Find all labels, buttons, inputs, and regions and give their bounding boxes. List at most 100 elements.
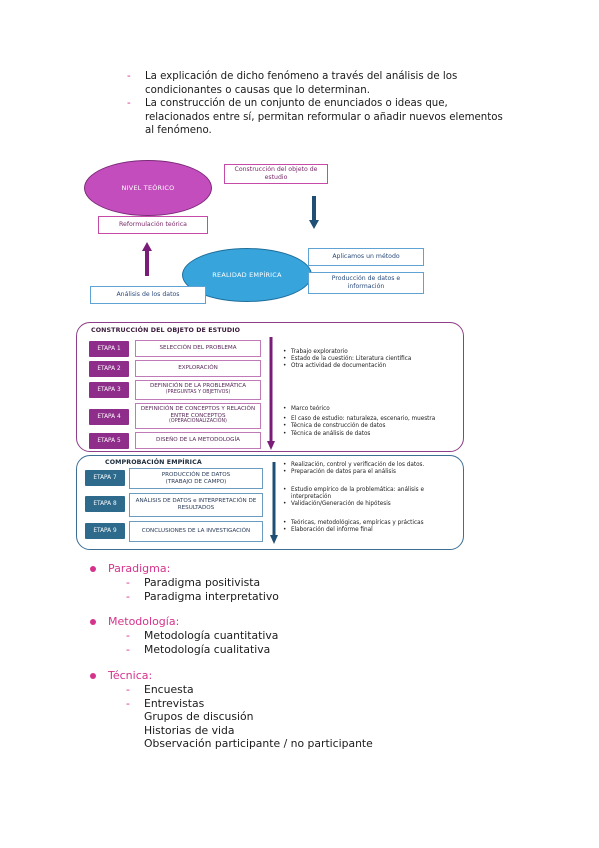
- stage-label: DEFINICIÓN DE LA PROBLEMÁTICA: [149, 383, 247, 390]
- research-stages-diagram: CONSTRUCCIÓN DEL OBJETO DE ESTUDIO ETAPA…: [76, 322, 464, 550]
- intro-list: - La explicación de dicho fenómeno a tra…: [127, 70, 507, 138]
- realidad-empirica-label: REALIDAD EMPÍRICA: [212, 271, 282, 279]
- produccion-datos-box: Producción de datos e información: [308, 272, 424, 294]
- list-item-text: Historias de vida: [144, 723, 235, 737]
- etapa-badge: ETAPA 8: [85, 496, 125, 512]
- bullet-list: •Marco teórico •El caso de estudio: natu…: [283, 406, 463, 438]
- intro-text: La explicación de dicho fenómeno a travé…: [145, 71, 458, 96]
- section-title: COMPROBACIÓN EMPÍRICA: [105, 459, 202, 466]
- list-item-text: Entrevistas: [144, 696, 205, 710]
- bullet-dot-icon: [90, 565, 96, 572]
- dash-marker: -: [126, 589, 130, 603]
- list-item: •Estado de la cuestión: Literatura cient…: [283, 356, 412, 363]
- etapa-badge: ETAPA 5: [89, 433, 129, 449]
- reformulacion-teorica-label: Reformulación teórica: [119, 221, 187, 228]
- list-item: •Marco teórico: [283, 406, 330, 412]
- stage-box: PRODUCCIÓN DE DATOS(TRABAJO DE CAMPO): [129, 468, 263, 489]
- etapa-badge: ETAPA 4: [89, 409, 129, 425]
- category-title: Técnica:: [108, 669, 153, 682]
- stage-sublabel: (PREGUNTAS Y OBJETIVOS): [165, 390, 231, 395]
- list-item: •Técnica de construcción de datos: [283, 423, 386, 430]
- list-item: Observación participante / no participan…: [126, 737, 373, 751]
- list-item: Grupos de discusión: [126, 710, 373, 724]
- list-item-text: Estado de la cuestión: Literatura cientí…: [291, 356, 412, 363]
- stage-label: DEFINICIÓN DE CONCEPTOS Y RELACIÓN ENTRE…: [140, 406, 256, 419]
- category-title: Metodología:: [108, 615, 180, 628]
- stage-box: SELECCIÓN DEL PROBLEMA: [135, 340, 261, 357]
- list-item-text: Grupos de discusión: [144, 710, 254, 724]
- category-heading: Metodología:: [90, 615, 278, 628]
- dash-marker: -: [126, 629, 130, 642]
- list-item: •Validación/Generación de hipótesis: [283, 501, 391, 508]
- etapa-badge: ETAPA 3: [89, 382, 129, 398]
- analisis-datos-label: Análisis de los datos: [116, 291, 180, 298]
- flow-arrow-icon: [270, 462, 278, 544]
- nivel-teorico-label: NIVEL TEÓRICO: [121, 184, 175, 192]
- dash-marker: [126, 710, 144, 724]
- dash-marker: -: [127, 71, 131, 82]
- comprobacion-section: COMPROBACIÓN EMPÍRICA ETAPA 7 PRODUCCIÓN…: [76, 455, 464, 550]
- down-arrow-icon: [309, 196, 319, 229]
- list-item: - Metodología cuantitativa: [126, 629, 278, 643]
- stage-label: EXPLORACIÓN: [178, 365, 218, 372]
- list-item-text: Marco teórico: [291, 406, 330, 412]
- reformulacion-teorica-box: Reformulación teórica: [98, 216, 208, 234]
- dash-marker: -: [126, 683, 130, 696]
- list-item: -Metodología cualitativa: [126, 643, 278, 657]
- aplicamos-metodo-label: Aplicamos un método: [332, 253, 400, 260]
- list-item-text: Encuesta: [144, 683, 194, 696]
- list-item: •El caso de estudio: naturaleza, escenar…: [283, 416, 436, 423]
- bullet-list: •Estudio empírico de la problemática: an…: [283, 487, 461, 509]
- etapa-badge: ETAPA 9: [85, 523, 125, 539]
- list-item-text: Metodología cuantitativa: [144, 629, 279, 642]
- dash-marker: -: [127, 98, 131, 110]
- construccion-objeto-label: Construcción del objeto de estudio: [234, 166, 318, 181]
- bullet-dot-icon: [90, 618, 96, 625]
- up-arrow-icon: [142, 242, 152, 276]
- list-item-text: Validación/Generación de hipótesis: [291, 501, 391, 508]
- list-item-text: Observación participante / no participan…: [144, 737, 373, 751]
- list-item-text: Teóricas, metodológicas, empíricas y prá…: [291, 520, 424, 526]
- intro-item: - La explicación de dicho fenómeno a tra…: [127, 70, 507, 97]
- category-items: -Paradigma positivista -Paradigma interp…: [126, 576, 279, 603]
- analisis-datos-box: Análisis de los datos: [90, 286, 206, 304]
- list-item-text: Preparación de datos para el análisis: [291, 469, 396, 476]
- category-items: -Encuesta -Entrevistas Grupos de discusi…: [126, 683, 373, 751]
- intro-item: - La construcción de un conjunto de enun…: [127, 97, 507, 138]
- dash-marker: -: [126, 576, 130, 589]
- list-item: •Preparación de datos para el análisis: [283, 469, 396, 476]
- dash-marker: -: [126, 696, 130, 710]
- aplicamos-metodo-box: Aplicamos un método: [308, 248, 424, 266]
- section-title: CONSTRUCCIÓN DEL OBJETO DE ESTUDIO: [91, 327, 241, 334]
- stage-label: ANÁLISIS DE DATOS e INTERPRETACIÓN DE RE…: [135, 498, 257, 511]
- theory-empiric-diagram: NIVEL TEÓRICO Construcción del objeto de…: [84, 158, 439, 308]
- produccion-datos-label: Producción de datos e información: [331, 275, 401, 290]
- stage-box: DEFINICIÓN DE CONCEPTOS Y RELACIÓN ENTRE…: [135, 403, 261, 429]
- nivel-teorico-ellipse: NIVEL TEÓRICO: [84, 160, 212, 216]
- list-item-text: El caso de estudio: naturaleza, escenari…: [291, 416, 436, 423]
- stage-label: PRODUCCIÓN DE DATOS: [161, 471, 231, 478]
- stage-label: CONCLUSIONES DE LA INVESTIGACIÓN: [141, 528, 251, 535]
- category-items: -Metodología cuantitativa -Metodología c…: [126, 629, 278, 656]
- bullet-list: •Teóricas, metodológicas, empíricas y pr…: [283, 520, 461, 534]
- list-item-text: Elaboración del informe final: [291, 527, 373, 534]
- stage-box: EXPLORACIÓN: [135, 360, 261, 377]
- intro-text: La construcción de un conjunto de enunci…: [145, 98, 503, 137]
- list-item-text: Técnica de análisis de datos: [291, 430, 371, 437]
- metodologia-section: Metodología: - Metodología cuantitativa -…: [90, 615, 278, 656]
- etapa-badge: ETAPA 7: [85, 470, 125, 486]
- stage-sublabel: (TRABAJO DE CAMPO): [165, 478, 227, 485]
- list-item: •Elaboración del informe final: [283, 527, 373, 534]
- dash-marker: -: [126, 642, 130, 656]
- list-item-text: Metodología cualitativa: [144, 642, 271, 656]
- stage-label: SELECCIÓN DEL PROBLEMA: [159, 345, 237, 352]
- stage-label: DISEÑO DE LA METODOLOGÍA: [156, 437, 240, 444]
- bullet-list: •Trabajo exploratorio •Estado de la cues…: [283, 349, 459, 371]
- dash-marker: [126, 737, 144, 751]
- list-item-text: Paradigma interpretativo: [144, 589, 279, 603]
- stage-box: CONCLUSIONES DE LA INVESTIGACIÓN: [129, 521, 263, 542]
- list-item: -Entrevistas: [126, 697, 373, 711]
- category-title: Paradigma:: [108, 562, 171, 575]
- list-item: - Encuesta: [126, 683, 373, 697]
- list-item-text: Paradigma positivista: [144, 576, 261, 589]
